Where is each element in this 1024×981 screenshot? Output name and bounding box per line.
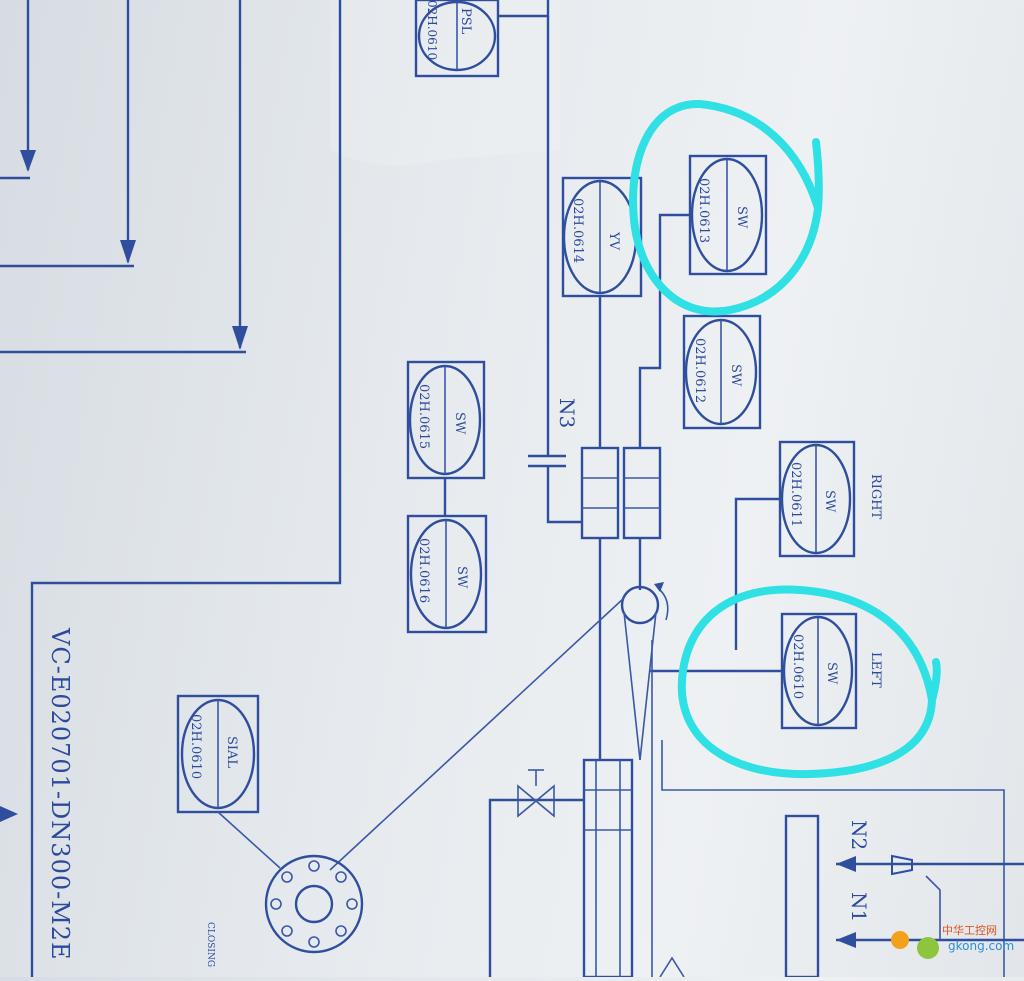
watermark-cn: 中华工控网 — [942, 923, 997, 937]
device-sw-0612: SW 02H.0612 — [682, 314, 762, 430]
arrow-icon — [836, 932, 856, 948]
device-sw-0611: SW 02H.0611 — [778, 440, 856, 558]
label-n1: N1 — [847, 892, 871, 922]
arrow-icon — [20, 150, 36, 172]
valve-body — [488, 640, 685, 979]
device-sw-0611-tag: SW — [822, 490, 837, 513]
arrow-icon — [120, 240, 136, 264]
label-left: LEFT — [868, 652, 883, 688]
device-sw-0613: SW 02H.0613 — [688, 154, 768, 276]
device-sw-0612-tag: SW — [728, 364, 743, 387]
device-yv-tag: YV — [606, 231, 621, 251]
capacitor-symbol — [528, 442, 582, 524]
device-sw-0611-code: 02H.0611 — [788, 462, 803, 527]
label-closing: CLOSING — [205, 922, 215, 967]
highlight-circle-sw-0610 — [677, 585, 941, 779]
watermark: 中华工控网 gkong.com — [891, 923, 1014, 959]
actuator-mechanism — [329, 582, 669, 871]
device-sw-0615: SW 02H.0615 — [406, 360, 486, 516]
device-psl-tag: PSL — [458, 8, 473, 35]
solenoid-valve-block — [580, 446, 662, 760]
device-sial-tag: SIAL — [224, 736, 239, 768]
arrow-icon — [232, 326, 248, 350]
drawing-number: VC-E020701-DN300-M2E — [46, 627, 74, 961]
device-sial-code: 02H.0610 — [188, 714, 203, 779]
arrow-icon — [836, 856, 856, 872]
label-n2: N2 — [847, 820, 871, 850]
device-sw-0615-code: 02H.0615 — [416, 384, 431, 449]
device-yv: YV 02H.0614 — [561, 176, 643, 448]
device-sw-0615-tag: SW — [452, 412, 467, 435]
device-psl-code: 02H.0610 — [425, 0, 439, 60]
device-sw-0610-code: 02H.0610 — [790, 634, 805, 699]
device-sw-0616: SW 02H.0616 — [406, 514, 488, 634]
highlight-circle-sw-0613 — [629, 99, 823, 316]
device-sial: SIAL 02H.0610 — [176, 694, 281, 869]
device-yv-code: 02H.0614 — [570, 198, 585, 263]
signal-lines — [0, 0, 342, 977]
device-sw-0616-tag: SW — [454, 566, 469, 589]
device-sw-0613-tag: SW — [734, 206, 749, 229]
flange-symbol — [264, 854, 364, 954]
label-right: RIGHT — [868, 474, 883, 520]
watermark-site: gkong.com — [948, 939, 1014, 953]
device-sw-0612-code: 02H.0612 — [692, 338, 707, 403]
device-sw-0610-left: SW 02H.0610 — [780, 612, 858, 730]
device-sw-0616-code: 02H.0616 — [416, 538, 431, 603]
device-sw-0613-code: 02H.0613 — [696, 178, 711, 243]
arrow-icon — [0, 806, 18, 822]
label-n3: N3 — [555, 398, 579, 428]
device-sw-0610-tag: SW — [824, 662, 839, 685]
paper-highlight — [330, 0, 560, 166]
